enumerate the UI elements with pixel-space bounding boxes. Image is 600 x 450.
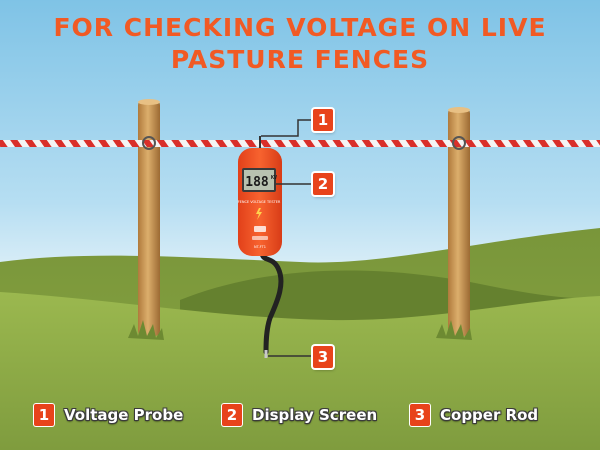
legend: 1 Voltage Probe 2 Display Screen 3 Coppe… (0, 404, 600, 436)
legend-label: Display Screen (252, 406, 378, 424)
callout-line-1 (261, 119, 312, 137)
tester-device: 188 KV FENCE VOLTAGE TESTER NT-FT1 (238, 148, 282, 256)
title-line-1: FOR CHECKING VOLTAGE ON LIVE (53, 13, 547, 42)
title-line-2: PASTURE FENCES (170, 45, 430, 74)
screen-unit: KV (271, 175, 277, 181)
test-cable (259, 249, 284, 355)
legend-number: 1 (34, 404, 54, 426)
callout-badge-3: 3 (313, 346, 333, 368)
fence-rope (0, 140, 600, 147)
legend-number: 2 (222, 404, 242, 426)
callout-badge-2: 2 (313, 173, 333, 195)
callout-badge-1: 1 (313, 109, 333, 131)
page-title: FOR CHECKING VOLTAGE ON LIVE PASTURE FEN… (0, 12, 600, 76)
legend-item-copper-rod: 3 Copper Rod (410, 404, 538, 426)
device-brand-text: FENCE VOLTAGE TESTER (238, 200, 281, 204)
lightning-icon (256, 208, 262, 220)
right-insulator (452, 136, 466, 150)
device-model-text: NT-FT1 (254, 245, 266, 249)
legend-label: Voltage Probe (64, 406, 184, 424)
legend-item-display-screen: 2 Display Screen (222, 404, 377, 426)
left-fence-post (128, 99, 164, 340)
legend-item-voltage-probe: 1 Voltage Probe (34, 404, 183, 426)
right-fence-post (436, 107, 472, 340)
left-insulator (142, 136, 156, 150)
legend-number: 3 (410, 404, 430, 426)
legend-label: Copper Rod (440, 406, 539, 424)
screen-reading: 188 (245, 175, 269, 190)
